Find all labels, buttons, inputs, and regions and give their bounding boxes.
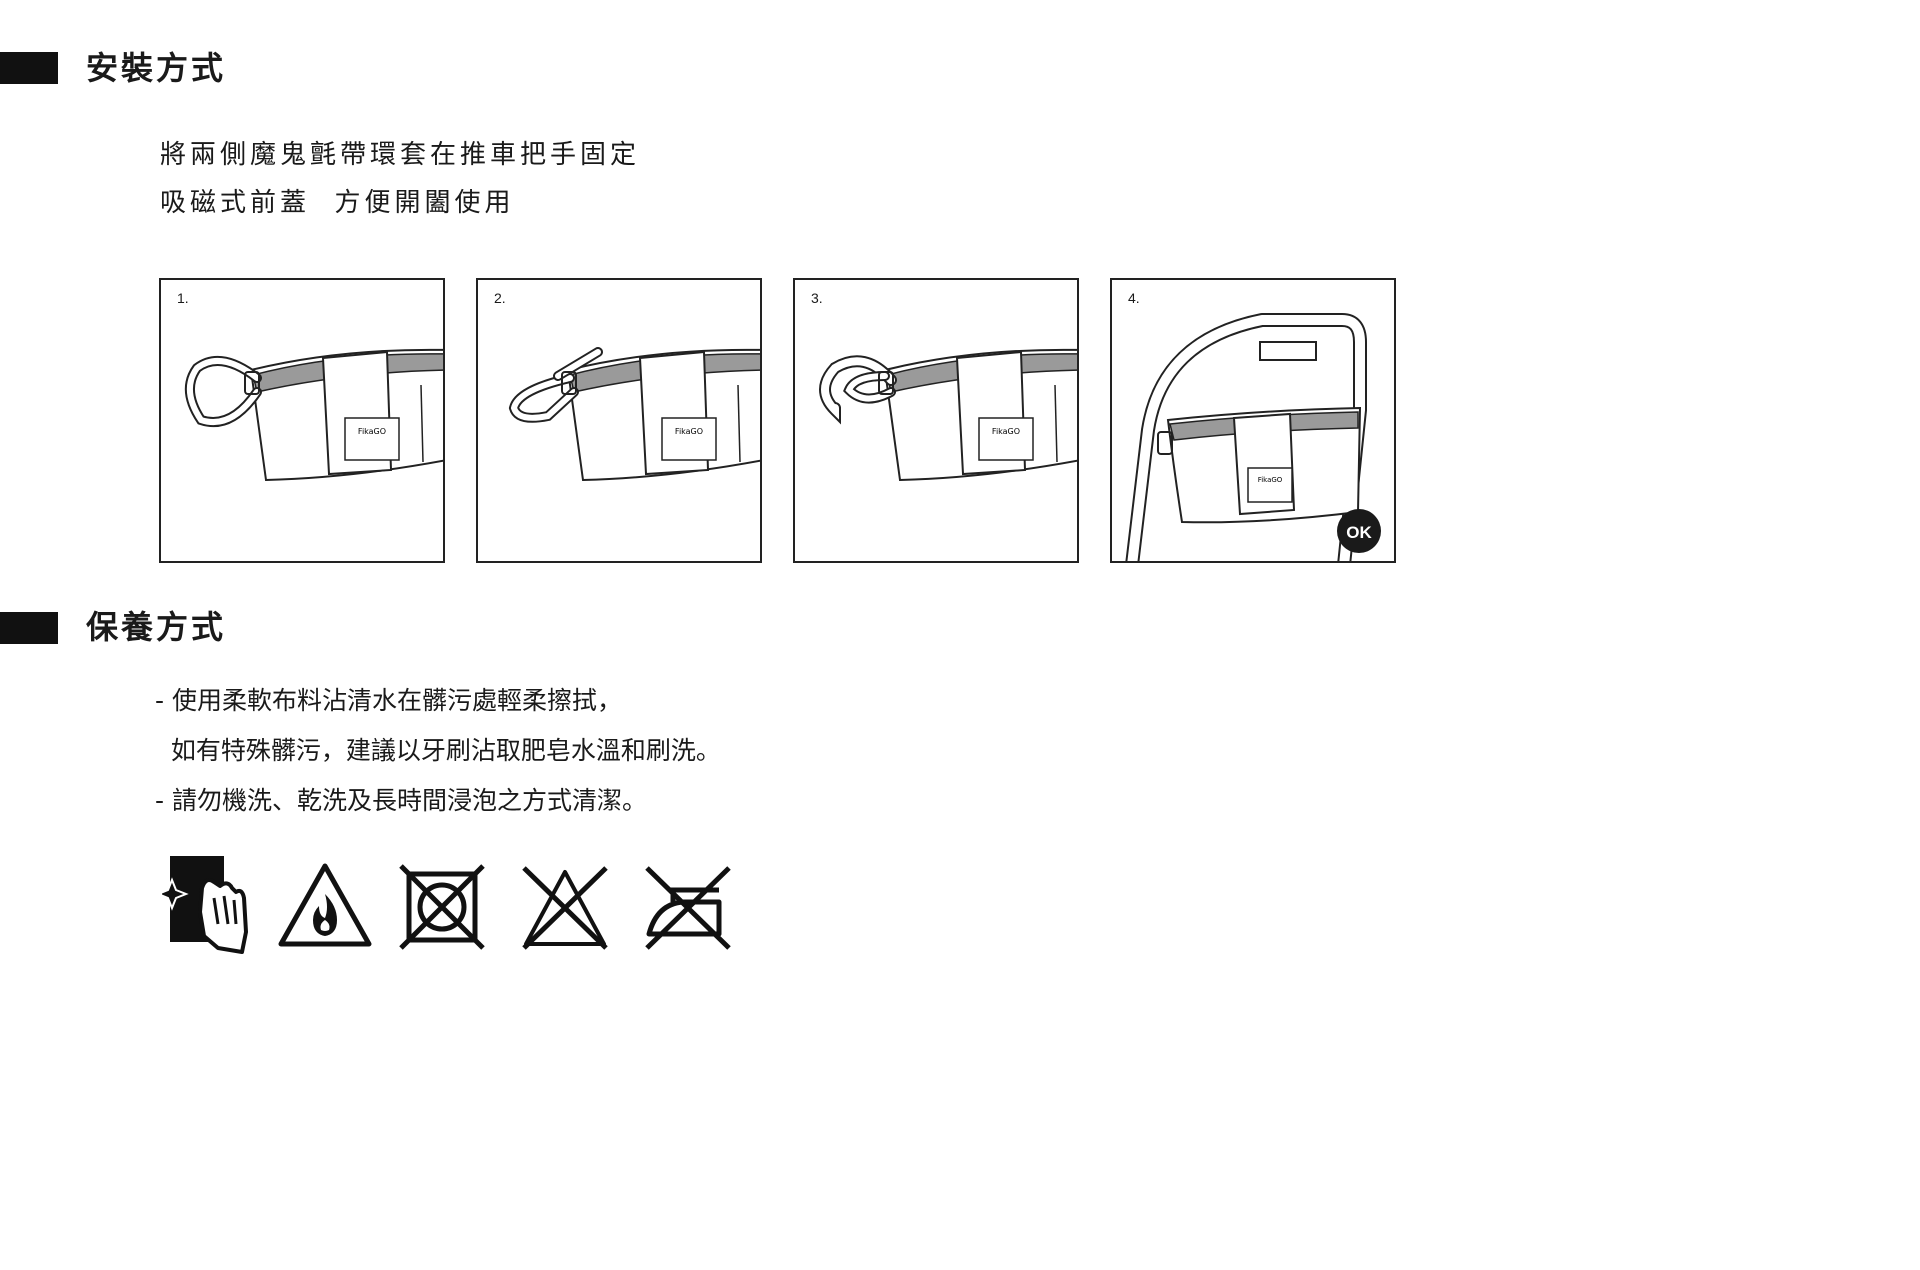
section-marker-care	[0, 612, 58, 644]
install-instruction-line-1: 將兩側魔鬼氈帶環套在推車把手固定	[160, 140, 641, 170]
section-marker-install	[0, 52, 58, 84]
bag-mounted-on-stroller-illustration: FikaGO OK	[1125, 313, 1381, 561]
brand-label: FikaGO	[1258, 476, 1283, 484]
step-number: 3.	[811, 290, 823, 306]
do-not-iron-icon	[645, 866, 731, 950]
do-not-bleach-icon	[522, 866, 608, 950]
ok-badge-label: OK	[1346, 523, 1372, 542]
step-panel-1: 1. FikaGO	[159, 278, 445, 563]
step-number: 4.	[1128, 290, 1140, 306]
step-panel-3: 3. FikaGO	[793, 278, 1079, 563]
step-number: 2.	[494, 290, 506, 306]
care-section-title: 保養方式	[86, 608, 227, 646]
care-instruction-line-2: 如有特殊髒污，建議以牙刷沾取肥皂水溫和刷洗。	[155, 736, 721, 765]
brand-label: FikaGO	[675, 427, 703, 436]
install-section-title: 安裝方式	[86, 49, 227, 87]
bag-strap-loose-illustration: FikaGO	[185, 348, 443, 482]
install-instruction-line-2: 吸磁式前蓋 方便開闔使用	[160, 188, 515, 218]
care-instruction-line-1: - 使用柔軟布料沾清水在髒污處輕柔擦拭，	[155, 686, 622, 715]
bag-strap-threading-illustration: FikaGO	[508, 347, 760, 482]
keep-away-from-fire-icon	[278, 863, 372, 947]
ok-badge	[1337, 509, 1381, 553]
step-panel-2: 2. FikaGO	[476, 278, 762, 563]
do-not-tumble-dry-icon	[399, 864, 485, 950]
step-panel-4: 4. FikaGO OK	[1110, 278, 1396, 563]
care-instruction-line-3: - 請勿機洗、乾洗及長時間浸泡之方式清潔。	[155, 786, 647, 815]
brand-label: FikaGO	[358, 427, 386, 436]
bag-strap-folding-illustration: FikaGO	[819, 348, 1077, 482]
wipe-clean-icon	[162, 856, 248, 954]
step-number: 1.	[177, 290, 189, 306]
brand-label: FikaGO	[992, 427, 1020, 436]
